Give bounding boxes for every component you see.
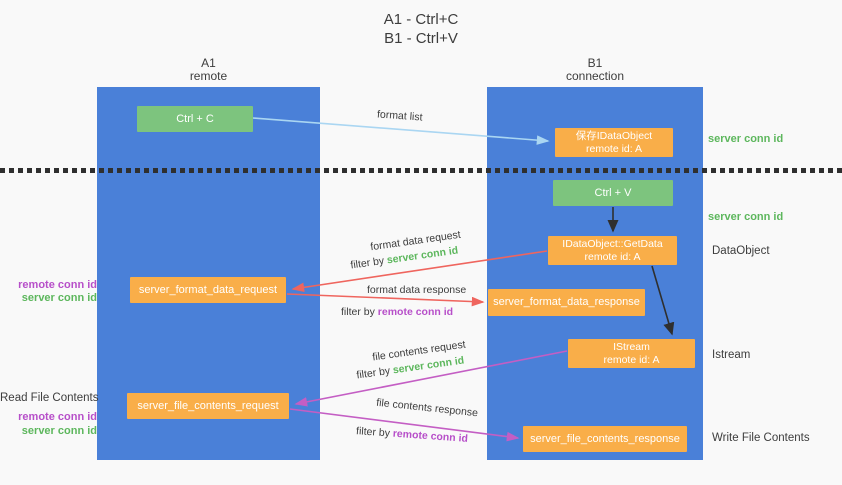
server-format-data-request-box: server_format_data_request [130, 277, 286, 303]
istream-box: IStream remote id: A [568, 339, 695, 368]
server-format-data-response-box: server_format_data_response [488, 289, 645, 316]
filter-by-text-4: filter by [355, 425, 391, 440]
ctrl-v-box: Ctrl + V [553, 180, 673, 206]
diagram-title: A1 - Ctrl+C B1 - Ctrl+V [0, 10, 842, 48]
ctrl-v-label: Ctrl + V [594, 186, 632, 199]
title-line-2: B1 - Ctrl+V [384, 30, 458, 47]
remote-conn-id-label-left2: remote conn id [18, 411, 97, 423]
copy-paste-divider-line [0, 168, 842, 173]
filter-by-text-2: filter by [341, 306, 375, 318]
server-conn-id-label-left2: server conn id [21, 425, 97, 437]
ctrl-c-box: Ctrl + C [137, 106, 253, 132]
server-conn-id-label-left1: server conn id [21, 292, 97, 304]
ctrl-c-label: Ctrl + C [176, 112, 214, 125]
server-file-contents-request-label: server_file_contents_request [137, 399, 279, 412]
filter-remote-conn-id-1: remote conn id [377, 306, 454, 318]
read-file-contents-label: Read File Contents [0, 392, 99, 404]
filter-by-text-1: filter by [349, 254, 385, 272]
format-list-label: format list [376, 108, 423, 124]
istream-side-label: Istream [712, 349, 751, 361]
server-file-contents-response-box: server_file_contents_response [523, 426, 687, 452]
server-conn-id-label-top: server conn id [708, 133, 784, 145]
format-data-response-filter-label: filter by remote conn id [341, 306, 453, 318]
server-format-data-response-label: server_format_data_response [493, 296, 640, 308]
getdata-line2: remote id: A [584, 250, 641, 263]
lane-b1-name: B1 [587, 56, 603, 70]
filter-by-text-3: filter by [355, 364, 391, 382]
file-contents-response-label: file contents response [375, 396, 479, 420]
istream-line2: remote id: A [603, 353, 660, 366]
title-line-1: A1 - Ctrl+C [383, 11, 459, 28]
server-file-contents-request-box: server_file_contents_request [127, 393, 289, 419]
lane-a1-name: A1 [201, 56, 216, 70]
write-file-contents-label: Write File Contents [712, 432, 810, 444]
lane-b1-role: connection [565, 69, 625, 83]
server-file-contents-response-label: server_file_contents_response [530, 432, 680, 445]
server-conn-id-label-mid: server conn id [708, 211, 784, 223]
getdata-line1: IDataObject::GetData [562, 237, 663, 250]
lane-header-b1: B1 connection [487, 57, 703, 83]
file-contents-response-filter-label: filter by remote conn id [356, 425, 469, 445]
filter-remote-conn-id-2: remote conn id [392, 427, 469, 445]
remote-conn-id-label-left1: remote conn id [18, 279, 97, 291]
idataobject-getdata-box: IDataObject::GetData remote id: A [548, 236, 677, 265]
server-format-data-request-label: server_format_data_request [138, 283, 278, 296]
lane-a1-role: remote [189, 69, 228, 83]
save-idataobject-line1: 保存IDataObject [575, 129, 653, 142]
format-data-response-label: format data response [367, 284, 467, 296]
save-idataobject-line2: remote id: A [585, 142, 643, 155]
dataobject-label: DataObject [712, 245, 770, 257]
save-idataobject-box: 保存IDataObject remote id: A [555, 128, 673, 157]
istream-line1: IStream [613, 340, 650, 353]
lane-header-a1: A1 remote [97, 57, 320, 83]
